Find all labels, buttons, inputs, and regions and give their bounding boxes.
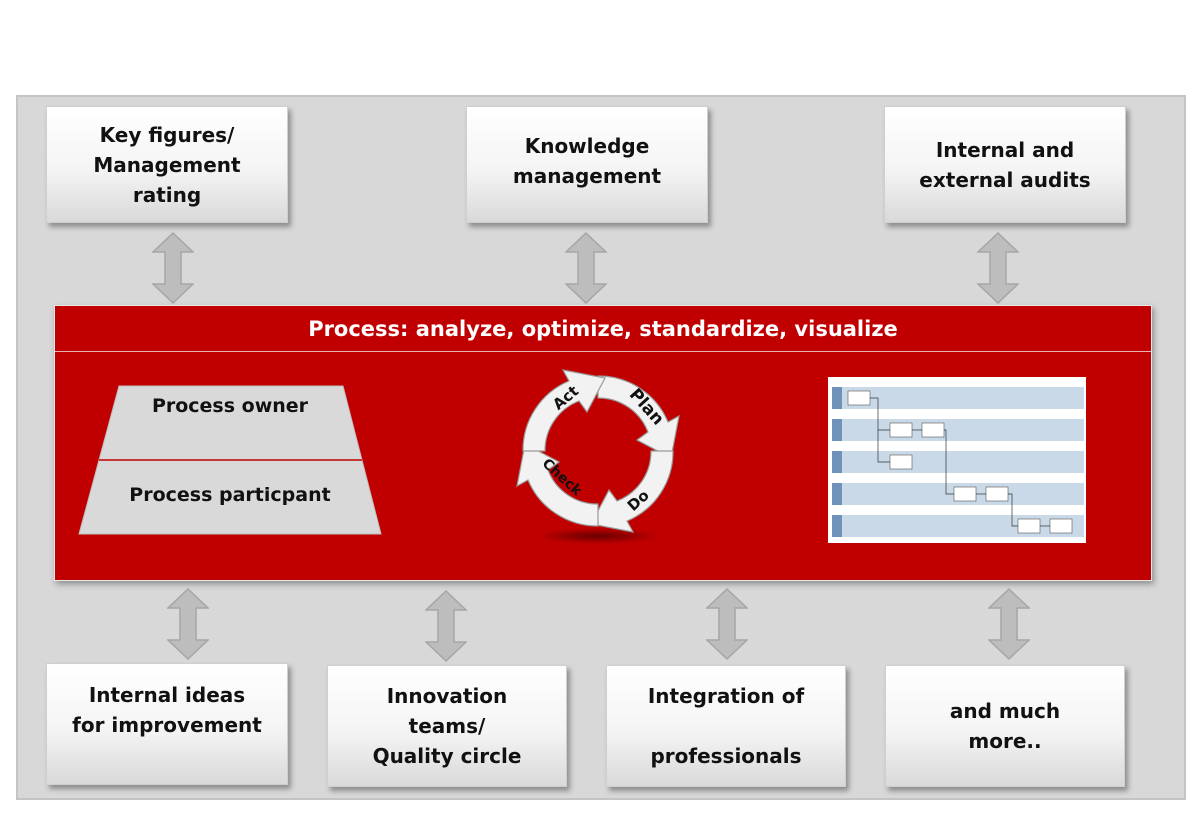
innovation-teams-box: Innovation teams/ Quality circle [327, 665, 567, 787]
process-owner-label: Process owner [151, 395, 309, 417]
plan-arrow-icon [597, 375, 680, 459]
more-line-2: more.. [968, 729, 1042, 753]
knowledge-management-box: Knowledge management [466, 106, 708, 223]
integration-line-3: professionals [650, 744, 802, 768]
act-arrow-icon [522, 369, 606, 452]
key-figures-line-3: rating [132, 182, 202, 207]
and-much-more-box: and much more.. [885, 665, 1125, 787]
key-figures-line-1: Key figures/ [99, 122, 235, 147]
double-arrow-icon [425, 590, 467, 662]
double-arrow-icon [152, 232, 194, 304]
integration-line-1: Integration of [647, 684, 805, 708]
knowledge-line-2: management [512, 164, 662, 188]
process-title: Process: analyze, optimize, standardize,… [55, 306, 1151, 352]
key-figures-line-2: Management [93, 152, 241, 177]
double-arrow-icon [167, 588, 209, 660]
role-trapezoid [78, 385, 382, 535]
double-arrow-icon [977, 232, 1019, 304]
innovation-line-3: Quality circle [372, 744, 522, 768]
internal-ideas-box: Internal ideas for improvement [46, 663, 288, 785]
integration-professionals-box: Integration of professionals [606, 665, 846, 787]
knowledge-line-1: Knowledge [524, 134, 650, 158]
audits-line-1: Internal and [935, 137, 1075, 162]
swimlane-diagram-thumbnail [828, 377, 1086, 543]
process-participant-label: Process particpant [129, 484, 331, 506]
innovation-line-1: Innovation [386, 684, 508, 708]
internal-ideas-line-1: Internal ideas [88, 683, 246, 707]
key-figures-box: Key figures/ Management rating [46, 106, 288, 223]
check-arrow-icon [516, 443, 599, 527]
double-arrow-icon [706, 588, 748, 660]
do-arrow-icon [590, 450, 674, 533]
more-line-1: and much [949, 699, 1061, 723]
process-panel: Process: analyze, optimize, standardize,… [54, 305, 1152, 581]
pdca-cycle: Act Plan Do Check [516, 369, 680, 544]
internal-ideas-line-2: for improvement [72, 713, 262, 737]
audits-box: Internal and external audits [884, 106, 1126, 223]
double-arrow-icon [988, 588, 1030, 660]
double-arrow-icon [565, 232, 607, 304]
audits-line-2: external audits [919, 167, 1091, 192]
innovation-line-2: teams/ [408, 714, 486, 738]
